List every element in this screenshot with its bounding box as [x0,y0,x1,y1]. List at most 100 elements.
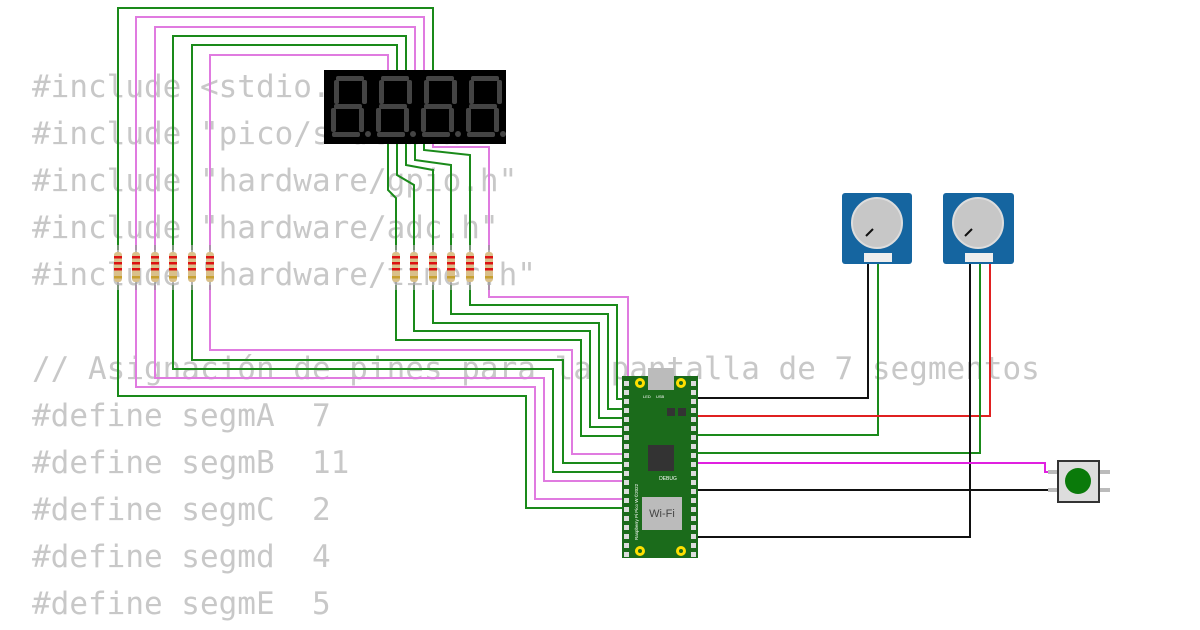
resistor[interactable] [410,245,418,290]
wire[interactable] [209,54,389,250]
wire[interactable] [395,285,626,437]
segment [404,108,409,132]
wire[interactable] [135,16,425,250]
resistor[interactable] [392,245,400,290]
code-line: #define segmB 11 [32,445,350,481]
segment [452,80,457,104]
pin [624,390,629,395]
wire[interactable] [154,285,626,482]
wire[interactable] [694,462,1057,473]
wifi-module [642,497,682,530]
resistor[interactable] [114,245,122,290]
wire[interactable] [469,285,626,400]
raspberry-pi-pico-w[interactable]: Wi-Fi DEBUG LED USB Raspberry Pi Pico W … [622,368,698,558]
wire[interactable] [405,140,434,250]
pin [691,552,696,557]
potentiometer[interactable] [943,193,1014,264]
pin [691,381,696,386]
wire[interactable] [154,26,416,250]
pin [624,516,629,521]
resistor[interactable] [188,245,196,290]
seven-segment-display[interactable] [324,70,506,144]
resistor[interactable] [485,245,493,290]
segment [377,132,405,137]
pin [691,516,696,521]
usb-label: USB [656,394,665,399]
pin [691,399,696,404]
pin [691,543,696,548]
potentiometer[interactable] [842,193,912,264]
resistor[interactable] [466,245,474,290]
wire[interactable] [432,140,490,250]
chip [648,445,674,471]
code-line: #define segmd 4 [32,539,331,575]
pin [691,507,696,512]
pin [624,435,629,440]
debug-label: DEBUG [659,476,677,482]
resistor[interactable] [447,245,455,290]
pin [624,426,629,431]
pin [624,525,629,530]
wire[interactable] [694,258,981,454]
segment [494,108,499,132]
code-line: #include "hardware/adc.h" [32,210,499,246]
pin [624,498,629,503]
wire[interactable] [191,285,626,464]
resistor[interactable] [151,245,159,290]
segment [332,132,360,137]
segment [421,108,426,132]
wire[interactable] [694,258,869,399]
wire[interactable] [488,285,629,390]
pin [691,444,696,449]
wire[interactable] [694,258,991,417]
wire[interactable] [423,140,471,250]
code-line: #define segmE 5 [32,586,331,622]
pin [624,417,629,422]
pin [691,489,696,494]
resistor[interactable] [169,245,177,290]
board-label: Raspberry Pi Pico W ©2022 [633,483,639,540]
pin [624,381,629,386]
wire[interactable] [694,258,879,436]
pin [624,471,629,476]
resistor[interactable] [132,245,140,290]
wire[interactable] [414,140,452,250]
segment [497,80,502,104]
knob-indicator [964,228,973,237]
decimal-point [410,131,416,137]
resistor[interactable] [206,245,214,290]
pin [624,408,629,413]
segment [334,80,339,104]
pin [624,507,629,512]
wire[interactable] [450,285,626,410]
wire[interactable] [396,140,415,250]
wire[interactable] [432,285,626,419]
pin [691,390,696,395]
resistors [114,245,493,290]
wire[interactable] [117,7,434,250]
segment [334,104,362,109]
resistor[interactable] [429,245,437,290]
pushbutton[interactable] [1048,460,1110,503]
wire[interactable] [694,258,971,538]
wire[interactable] [387,140,397,250]
wire[interactable] [413,285,626,428]
segment [469,80,474,104]
wire[interactable] [117,285,626,509]
segment [376,108,381,132]
wire[interactable] [135,285,626,500]
wire[interactable] [191,44,398,250]
pin [691,453,696,458]
pin [624,480,629,485]
segment [381,76,409,81]
usb-port [648,368,674,390]
segment [426,76,454,81]
wire[interactable] [172,285,626,473]
pin [624,444,629,449]
segment [331,108,336,132]
wire[interactable] [209,285,626,455]
wire[interactable] [172,35,407,250]
led-label: LED [643,394,651,399]
